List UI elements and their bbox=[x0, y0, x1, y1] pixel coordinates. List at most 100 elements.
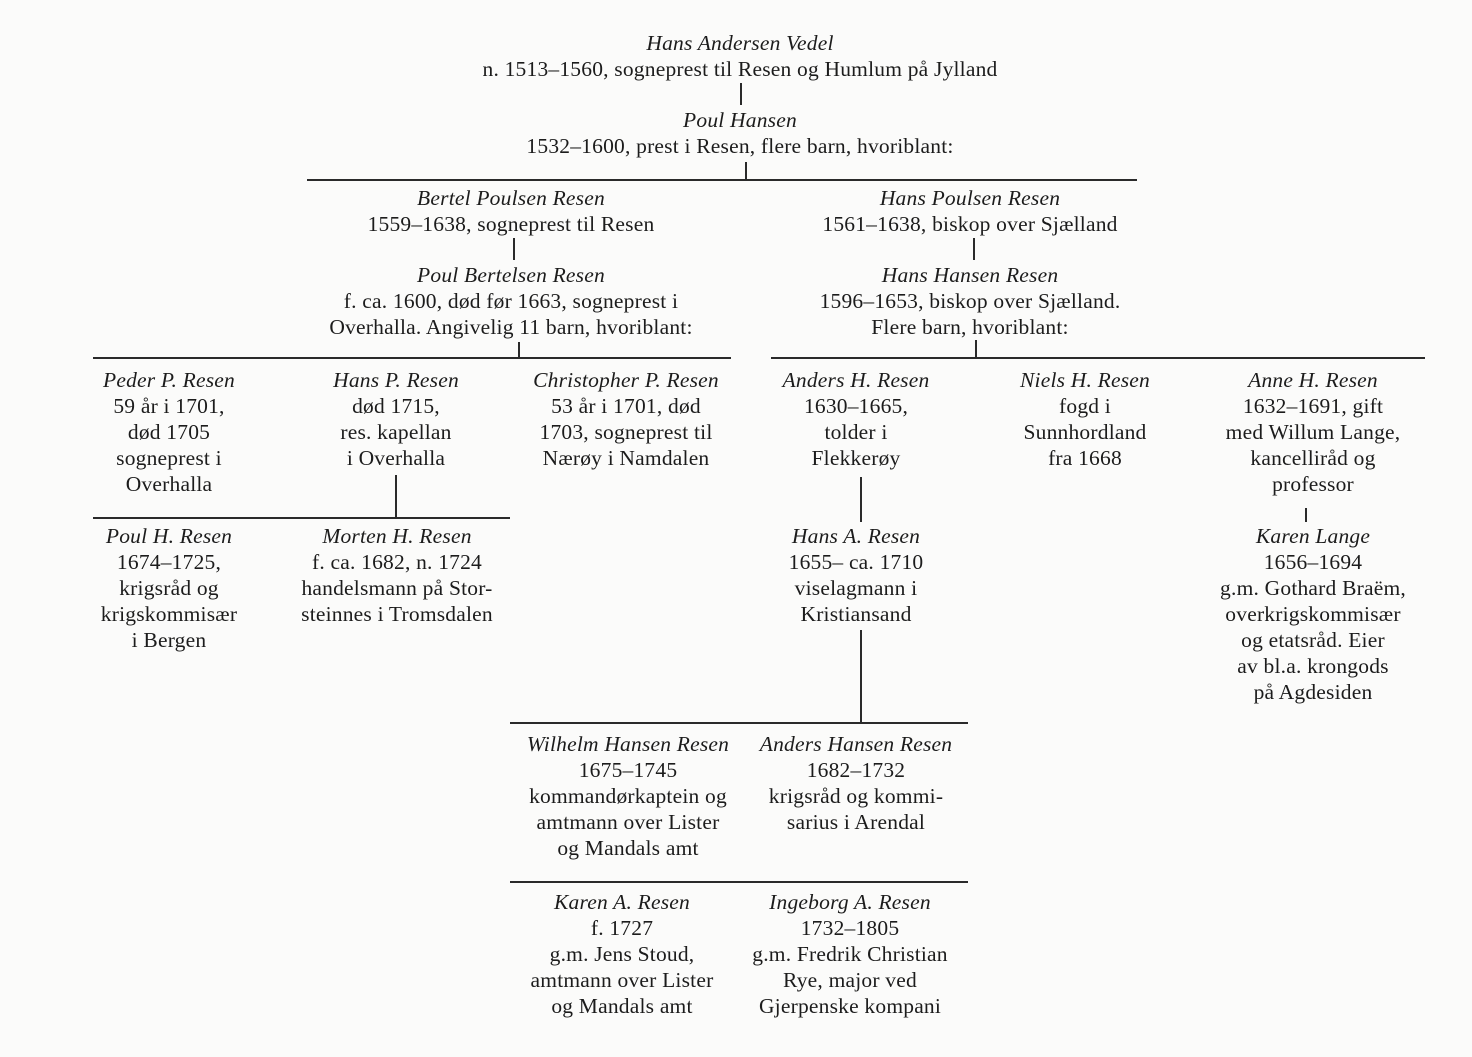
connector-line bbox=[395, 475, 397, 517]
person-detail-line: 1655– ca. 1710 bbox=[788, 550, 924, 574]
person-detail-line: g.m. Fredrik Christian bbox=[752, 942, 948, 966]
person-name: Niels H. Resen bbox=[1020, 368, 1150, 392]
person-detail-line: sogneprest i bbox=[116, 446, 222, 470]
connector-line bbox=[93, 517, 510, 519]
person-detail-line: 1532–1600, prest i Resen, flere barn, hv… bbox=[526, 134, 954, 158]
person-detail-line: f. ca. 1600, død før 1663, sogneprest i bbox=[343, 289, 679, 313]
person-detail-line: og etatsråd. Eier bbox=[1241, 628, 1385, 652]
person-detail-line: og Mandals amt bbox=[557, 836, 699, 860]
person-detail-line: 1632–1691, gift bbox=[1242, 394, 1384, 418]
person-name: Christopher P. Resen bbox=[533, 368, 719, 392]
person-detail-line: krigsråd og bbox=[119, 576, 219, 600]
connector-line bbox=[307, 179, 1137, 181]
person-detail-line: i Bergen bbox=[131, 628, 207, 652]
connector-line bbox=[93, 357, 731, 359]
person-name: Peder P. Resen bbox=[103, 368, 235, 392]
person-detail-line: sarius i Arendal bbox=[786, 810, 926, 834]
person-detail-line: fra 1668 bbox=[1048, 446, 1122, 470]
person-detail-line: f. ca. 1682, n. 1724 bbox=[312, 550, 482, 574]
person-name: Hans Hansen Resen bbox=[881, 263, 1059, 287]
person-name: Ingeborg A. Resen bbox=[769, 890, 931, 914]
person-detail-line: med Willum Lange, bbox=[1225, 420, 1401, 444]
person-detail-line: n. 1513–1560, sogneprest til Resen og Hu… bbox=[482, 57, 998, 81]
person-name: Anders Hansen Resen bbox=[759, 732, 953, 756]
person-detail-line: Overhalla bbox=[125, 472, 213, 496]
connector-line bbox=[860, 477, 862, 522]
person-name: Poul Hansen bbox=[683, 108, 797, 132]
person-detail-line: tolder i bbox=[824, 420, 888, 444]
person-name: Poul H. Resen bbox=[105, 524, 233, 548]
person-detail-line: kommandørkaptein og bbox=[529, 784, 727, 808]
person-detail-line: Rye, major ved bbox=[783, 968, 917, 992]
person-detail-line: 1630–1665, bbox=[803, 394, 909, 418]
person-detail-line: død 1715, bbox=[352, 394, 440, 418]
person-detail-line: handelsmann på Stor- bbox=[301, 576, 493, 600]
connector-line bbox=[860, 630, 862, 722]
connector-line bbox=[771, 357, 1425, 359]
connector-line bbox=[513, 238, 515, 260]
person-detail-line: Gjerpenske kompani bbox=[758, 994, 942, 1018]
person-detail-line: 1561–1638, biskop over Sjælland bbox=[822, 212, 1118, 236]
person-detail-line: 1675–1745 bbox=[578, 758, 678, 782]
person-detail-line: fogd i bbox=[1059, 394, 1111, 418]
person-detail-line: viselagmann i bbox=[794, 576, 918, 600]
person-detail-line: Flere barn, hvoriblant: bbox=[871, 315, 1069, 339]
connector-line bbox=[745, 162, 747, 179]
person-name: Hans A. Resen bbox=[791, 524, 921, 548]
person-detail-line: kancelliråd og bbox=[1250, 446, 1376, 470]
person-detail-line: Overhalla. Angivelig 11 barn, hvoriblant… bbox=[329, 315, 693, 339]
person-detail-line: professor bbox=[1272, 472, 1354, 496]
person-name: Anders H. Resen bbox=[782, 368, 930, 392]
person-detail-line: av bl.a. krongods bbox=[1237, 654, 1389, 678]
person-detail-line: g.m. Jens Stoud, bbox=[549, 942, 695, 966]
connector-line bbox=[973, 238, 975, 260]
person-name: Karen Lange bbox=[1255, 524, 1371, 548]
connector-line bbox=[510, 722, 968, 724]
connector-line bbox=[518, 342, 520, 357]
person-detail-line: 1682–1732 bbox=[806, 758, 906, 782]
person-detail-line: 1559–1638, sogneprest til Resen bbox=[367, 212, 655, 236]
person-detail-line: Sunnhordland bbox=[1023, 420, 1147, 444]
person-detail-line: steinnes i Tromsdalen bbox=[301, 602, 493, 626]
person-detail-line: krigsråd og kommi- bbox=[768, 784, 944, 808]
connector-line bbox=[510, 881, 968, 883]
person-name: Hans Andersen Vedel bbox=[646, 31, 834, 55]
connector-line bbox=[1305, 508, 1307, 522]
person-detail-line: 1596–1653, biskop over Sjælland. bbox=[819, 289, 1121, 313]
person-detail-line: 59 år i 1701, bbox=[113, 394, 225, 418]
person-name: Hans P. Resen bbox=[333, 368, 459, 392]
person-detail-line: f. 1727 bbox=[590, 916, 654, 940]
person-detail-line: Nærøy i Namdalen bbox=[542, 446, 710, 470]
person-detail-line: på Agdesiden bbox=[1253, 680, 1373, 704]
person-name: Bertel Poulsen Resen bbox=[417, 186, 605, 210]
person-name: Morten H. Resen bbox=[322, 524, 472, 548]
person-detail-line: krigskommisær bbox=[100, 602, 238, 626]
person-detail-line: 53 år i 1701, død bbox=[551, 394, 701, 418]
person-name: Poul Bertelsen Resen bbox=[417, 263, 605, 287]
person-detail-line: res. kapellan bbox=[340, 420, 452, 444]
person-name: Wilhelm Hansen Resen bbox=[526, 732, 730, 756]
person-detail-line: i Overhalla bbox=[346, 446, 446, 470]
connector-line bbox=[975, 340, 977, 357]
person-detail-line: 1656–1694 bbox=[1263, 550, 1363, 574]
person-detail-line: og Mandals amt bbox=[551, 994, 693, 1018]
person-detail-line: overkrigskommisær bbox=[1225, 602, 1401, 626]
person-detail-line: 1732–1805 bbox=[800, 916, 900, 940]
person-detail-line: Flekkerøy bbox=[811, 446, 901, 470]
